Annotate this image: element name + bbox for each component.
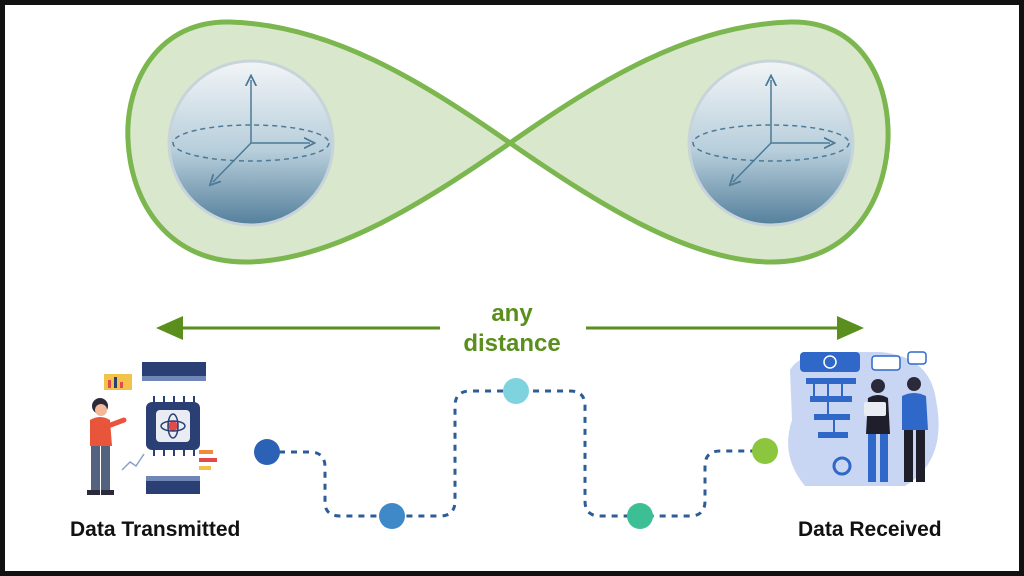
path-node-5 [752,438,778,464]
transmission-path [267,389,765,518]
distance-label-line1: any [491,300,533,327]
data-transmitted-label: Data Transmitted [70,518,241,541]
path-node-4 [627,503,653,529]
path-node-2 [379,503,405,529]
path-node-3 [503,378,529,404]
bloch-sphere-icon [167,59,335,227]
data-received-label: Data Received [798,518,942,541]
entanglement-lemniscate [125,19,891,265]
scientist-with-quantum-chip-illustration [87,362,217,495]
path-node-1 [254,439,280,465]
researchers-with-quantum-computer-illustration [788,351,939,486]
bloch-sphere-icon [687,59,855,227]
distance-label-line2: distance [463,330,561,357]
